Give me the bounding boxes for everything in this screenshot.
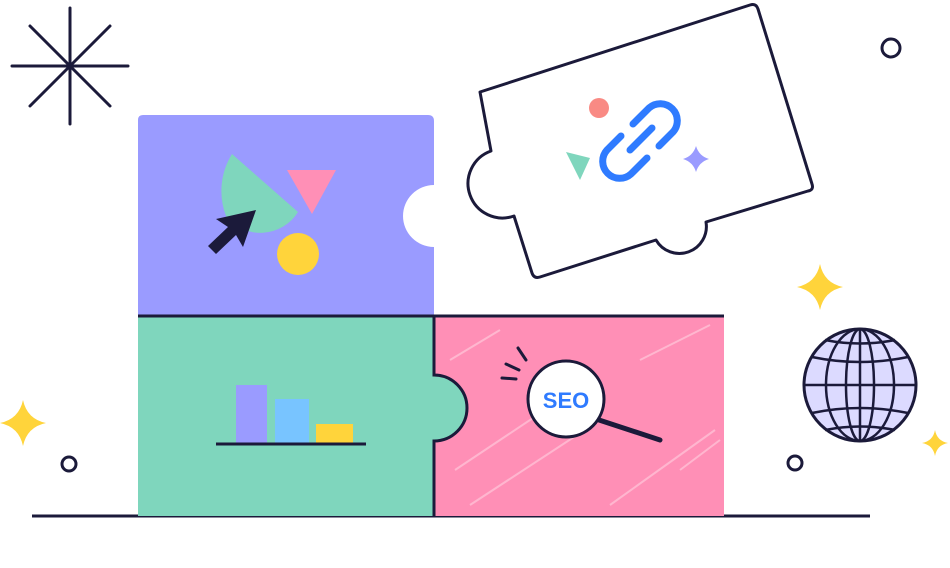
starburst-icon bbox=[10, 6, 130, 126]
floating-puzzle-piece bbox=[466, 3, 814, 279]
link-icon bbox=[599, 100, 681, 182]
purple-puzzle-piece bbox=[138, 115, 434, 316]
pink-puzzle-piece: SEO bbox=[434, 316, 724, 516]
puzzle-outlines bbox=[138, 314, 724, 516]
sparkle-icon bbox=[0, 400, 46, 446]
triangle-shape bbox=[287, 170, 336, 214]
seo-label: SEO bbox=[543, 388, 589, 413]
sparkle-icon bbox=[683, 146, 709, 172]
globe-icon bbox=[802, 327, 918, 443]
cursor-icon bbox=[208, 210, 256, 254]
magnifier-handle bbox=[593, 416, 663, 443]
pie-wedge-shape bbox=[221, 154, 298, 233]
green-puzzle-piece bbox=[138, 316, 467, 516]
small-circle-icon bbox=[60, 455, 78, 473]
bar-shape bbox=[275, 399, 309, 443]
sparkle-icon bbox=[922, 430, 948, 456]
dot-shape bbox=[589, 98, 609, 118]
bar-shape bbox=[316, 424, 353, 443]
sparkle-icon bbox=[797, 264, 843, 310]
magnifier-icon bbox=[526, 359, 606, 439]
circle-shape bbox=[277, 233, 319, 275]
small-circle-icon bbox=[880, 37, 902, 59]
emphasis-lines bbox=[500, 346, 528, 381]
triangle-shape bbox=[566, 152, 590, 180]
bar-shape bbox=[236, 385, 267, 443]
small-circle-icon bbox=[786, 454, 804, 472]
